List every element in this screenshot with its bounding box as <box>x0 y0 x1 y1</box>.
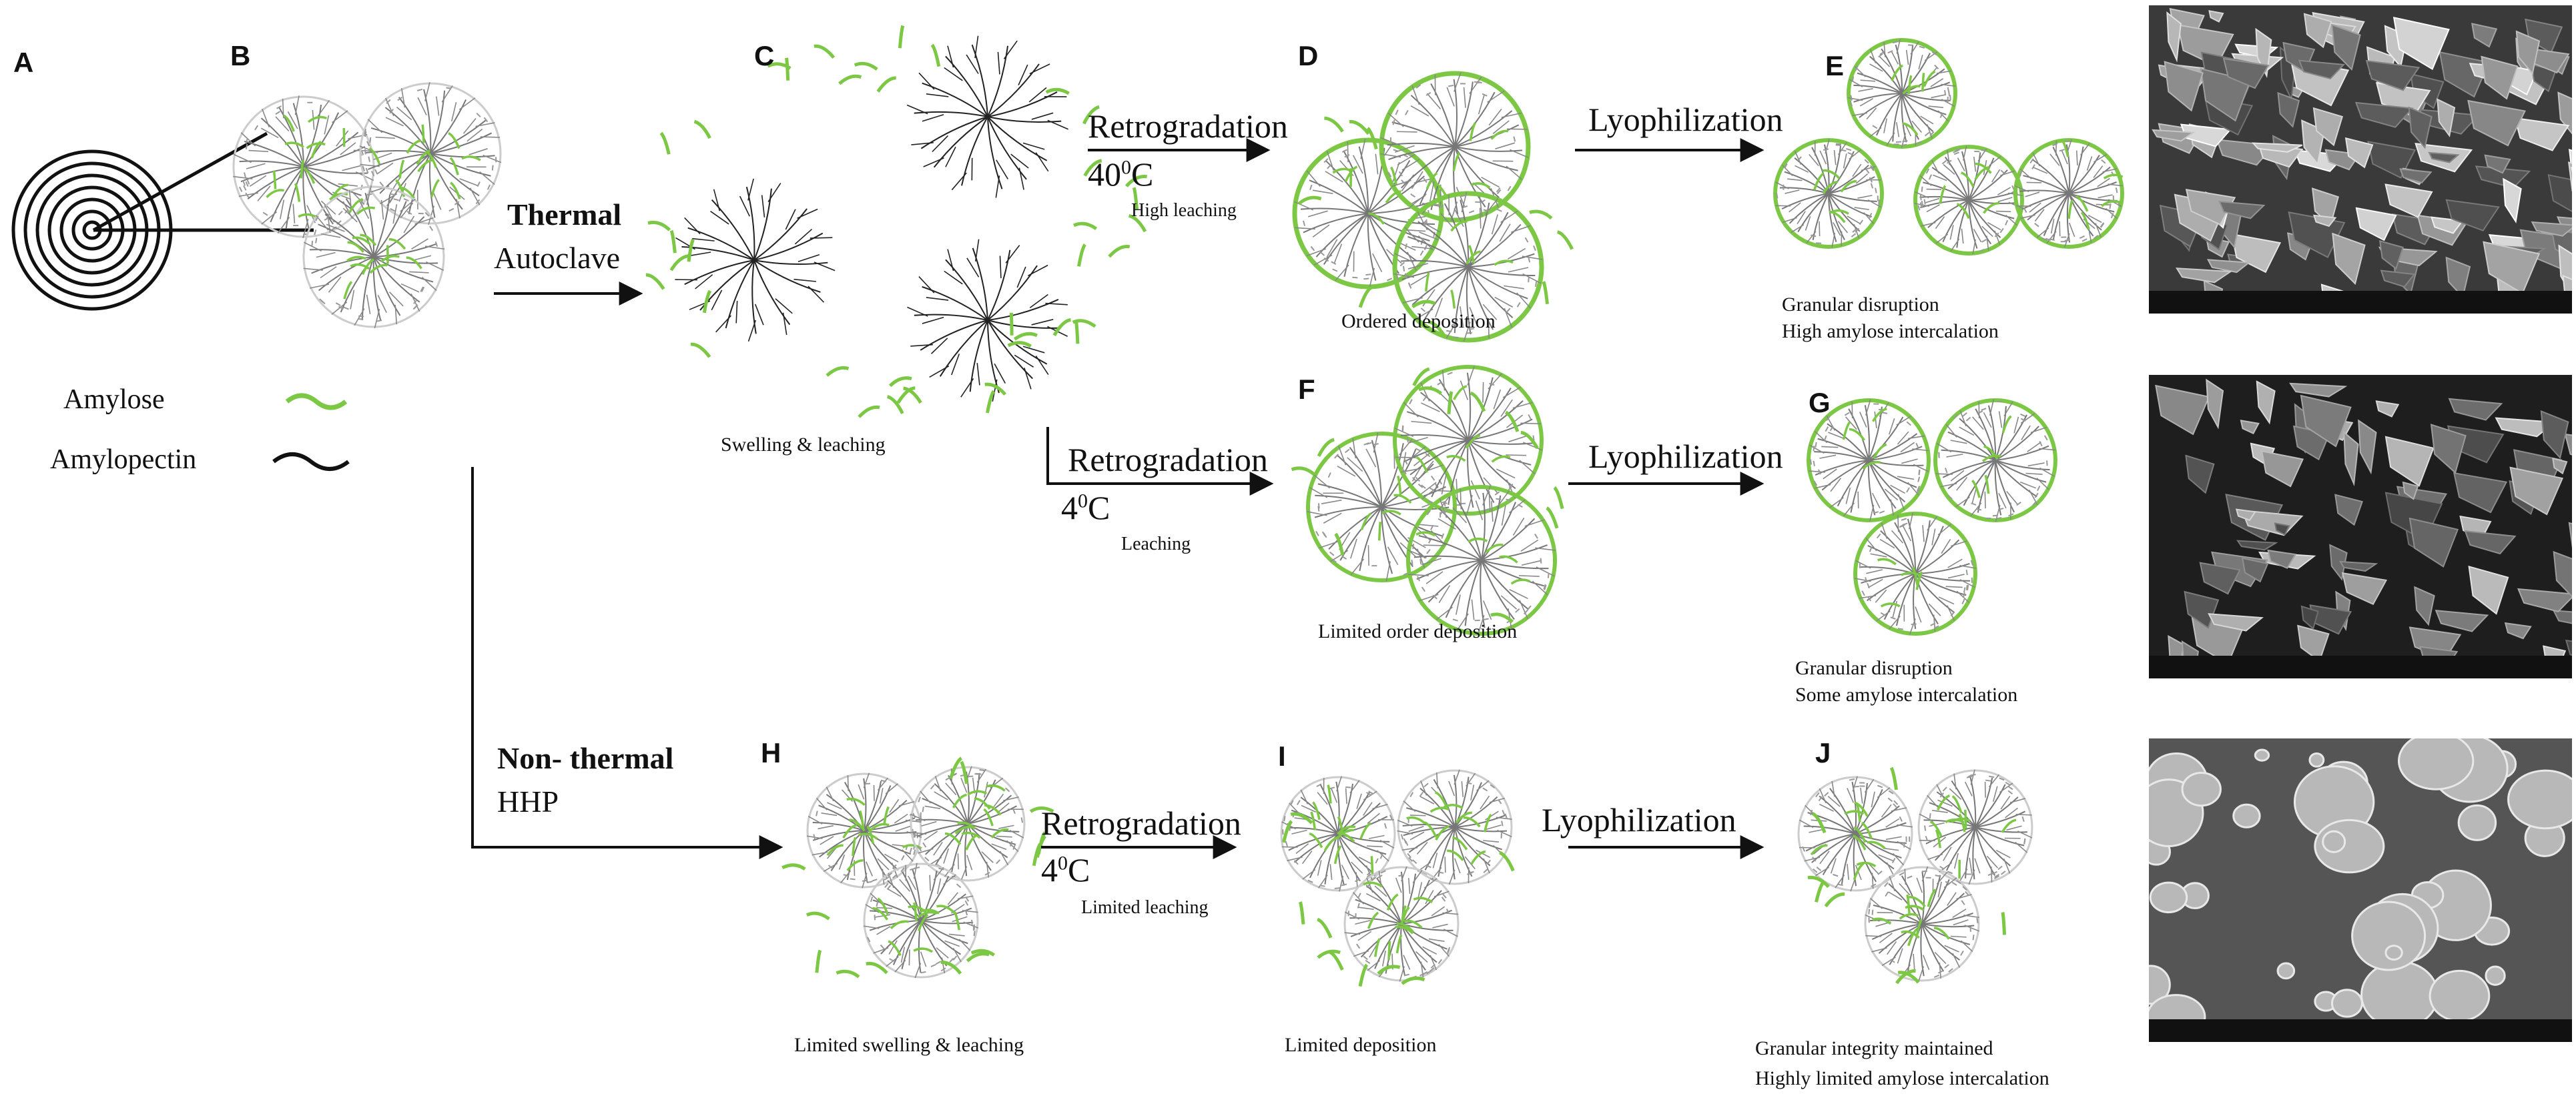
starch-granule <box>1397 769 1513 885</box>
panel-label-b: B <box>230 40 251 71</box>
panel-label-d: D <box>1298 40 1319 71</box>
sem-image-e <box>2149 5 2576 336</box>
retro-f-label: Retrogradation <box>1068 441 1268 478</box>
starch-granule <box>1807 398 1931 522</box>
caption-d: Ordered deposition <box>1341 310 1496 332</box>
starch-granule <box>1406 485 1557 636</box>
starch-granule <box>1917 769 2033 885</box>
starch-granule <box>1797 776 1913 892</box>
lyo-g-label: Lyophilization <box>1588 438 1783 475</box>
starch-granule <box>1280 776 1396 892</box>
panel-label-g: G <box>1809 387 1831 418</box>
caption-g-1: Granular disruption <box>1795 657 1953 679</box>
panel-label-a: A <box>13 47 34 78</box>
caption-g-2: Some amylose intercalation <box>1795 684 2018 706</box>
arrow-nonthermal <box>471 467 783 859</box>
starch-granule <box>1864 866 1980 982</box>
leached-amylose <box>1297 116 1574 338</box>
sem-micrograph-g <box>2149 375 2576 686</box>
leached-amylose <box>645 25 1148 418</box>
panel-label-j: J <box>1815 737 1831 768</box>
process-arrows <box>471 138 1764 859</box>
legend-amylose-label: Amylose <box>63 384 165 415</box>
caption-j-1: Granular integrity maintained <box>1755 1037 1993 1059</box>
leached-amylose <box>1291 367 1564 624</box>
caption-i: Limited deposition <box>1285 1034 1437 1056</box>
starch-granule <box>1379 71 1531 223</box>
starch-granule <box>1393 365 1544 516</box>
sem-image-g <box>2149 375 2576 686</box>
starch-granule <box>1306 432 1457 582</box>
lyo-j-label: Lyophilization <box>1542 801 1736 839</box>
legend-amylose-line <box>285 393 348 410</box>
leached-amylose <box>1807 766 2007 985</box>
starch-granule <box>1853 512 1977 636</box>
sem-micrograph-j <box>2130 731 2576 1042</box>
starch-granule <box>2013 138 2124 249</box>
retro-d-temp: 400C <box>1088 155 1154 193</box>
panel-label-e: E <box>1825 50 1845 81</box>
retro-f-temp: 40C <box>1061 489 1110 526</box>
hhp-label: HHP <box>497 784 559 818</box>
caption-h: Limited swelling & leaching <box>794 1034 1024 1056</box>
leached-amylose <box>1282 812 1515 987</box>
sem-micrograph-e <box>2149 5 2576 336</box>
starch-granule <box>1392 191 1544 343</box>
lyo-e-label: Lyophilization <box>1588 101 1783 138</box>
sem-image-j <box>2130 731 2576 1042</box>
retro-d-label: Retrogradation <box>1088 107 1288 145</box>
starch-granule <box>675 178 836 342</box>
autoclave-label: Autoclave <box>494 241 621 275</box>
zoom-lines <box>92 131 314 232</box>
retro-i-temp: 40C <box>1041 851 1090 889</box>
retro-i-label: Retrogradation <box>1041 804 1241 842</box>
nonthermal-label: Non- thermal <box>497 741 674 775</box>
starch-granule <box>1913 145 2024 255</box>
starch-granule <box>1773 138 1884 249</box>
thermal-label: Thermal <box>507 197 622 231</box>
starch-granule <box>232 95 375 239</box>
legend-amylopectin-line <box>272 452 350 471</box>
retro-d-note: High leaching <box>1131 200 1237 221</box>
caption-f: Limited order deposition <box>1318 620 1518 642</box>
caption-j-2: Highly limited amylose intercalation <box>1755 1067 2049 1089</box>
panel-label-h: H <box>761 737 781 768</box>
caption-c: Swelling & leaching <box>721 434 886 456</box>
starch-granule <box>907 239 1068 402</box>
starch-granule <box>806 772 922 889</box>
starch-granule <box>863 863 979 979</box>
caption-e-2: High amylose intercalation <box>1782 320 1999 342</box>
retro-i-note: Limited leaching <box>1081 897 1209 918</box>
starch-granule <box>359 81 502 225</box>
caption-e-1: Granular disruption <box>1782 294 1939 316</box>
retro-f-note: Leaching <box>1121 534 1191 554</box>
arrow-retro-f <box>1046 427 1274 496</box>
legend-amylopectin-label: Amylopectin <box>50 444 197 475</box>
panel-label-f: F <box>1298 374 1315 405</box>
starch-granule <box>1847 38 1957 149</box>
starch-granule <box>302 185 445 329</box>
leached-amylose <box>781 756 1054 979</box>
starch-granule <box>1933 398 2057 522</box>
starch-granule <box>1343 866 1460 982</box>
starch-granule <box>906 35 1068 198</box>
panel-label-i: I <box>1278 740 1286 772</box>
panel-label-c: C <box>754 40 775 71</box>
